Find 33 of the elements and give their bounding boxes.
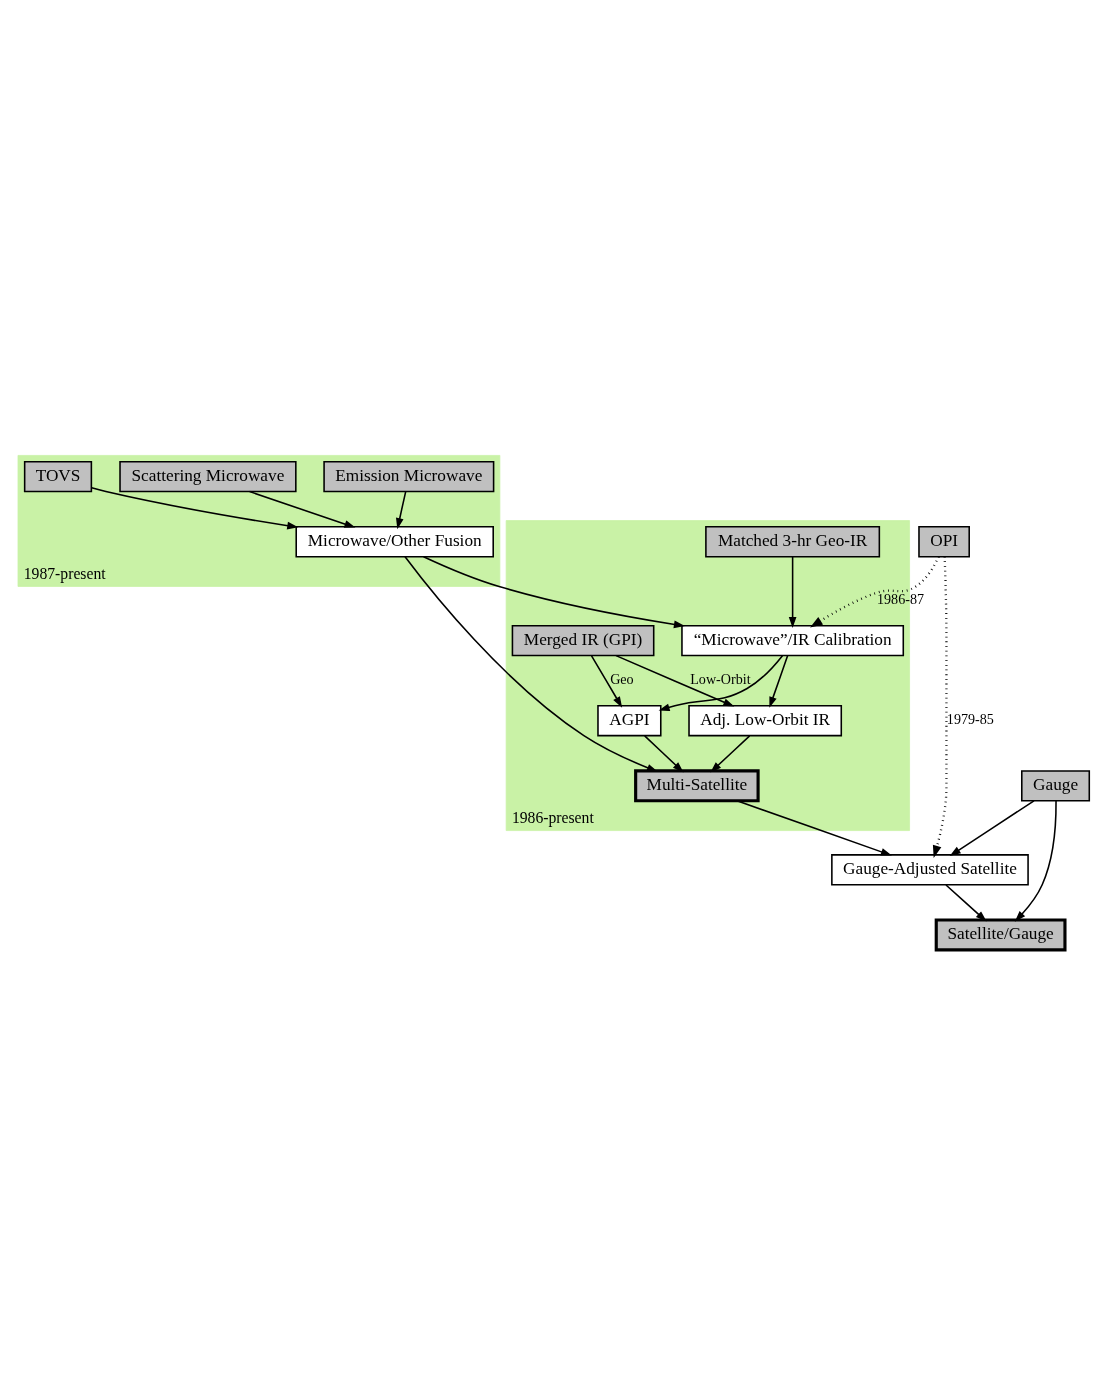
node-box: Gauge	[1021, 770, 1091, 802]
node-box: Multi-Satellite	[634, 769, 760, 803]
node-box: Microwave/Other Fusion	[295, 526, 494, 558]
arrow	[422, 555, 685, 629]
arrow	[949, 800, 1035, 857]
arrow	[710, 735, 751, 773]
arrow	[945, 884, 987, 922]
arrow	[769, 655, 789, 708]
arrow	[90, 487, 299, 530]
node-box: Gauge-Adjusted Satellite	[831, 854, 1029, 886]
arrow	[643, 735, 684, 773]
arrow	[248, 490, 356, 528]
node-box: AGPI	[597, 705, 662, 737]
arrow	[810, 556, 940, 628]
node-box: Satellite/Gauge	[934, 918, 1067, 952]
arrow	[615, 654, 735, 707]
node-box: “Microwave”/IR Calibration	[681, 624, 905, 657]
arrow	[1014, 800, 1057, 922]
node-box: Scattering Microwave	[119, 460, 297, 493]
node-box: Emission Microwave	[323, 460, 495, 493]
arrow	[658, 654, 784, 712]
node-box: Adj. Low-Orbit IR	[688, 705, 843, 737]
node-box: Matched 3-hr Geo-IR	[705, 526, 881, 558]
arrow	[395, 491, 407, 530]
node-box: Merged IR (GPI)	[511, 624, 655, 657]
edge-label: Low-Orbit	[690, 671, 751, 688]
edge-label: Geo	[610, 671, 634, 688]
node-box: TOVS	[23, 460, 93, 493]
node-box: OPI	[918, 526, 970, 558]
arrow	[788, 555, 797, 629]
edge-label: 1979-85	[946, 711, 994, 728]
arrow	[736, 800, 892, 856]
arrow	[590, 655, 623, 708]
